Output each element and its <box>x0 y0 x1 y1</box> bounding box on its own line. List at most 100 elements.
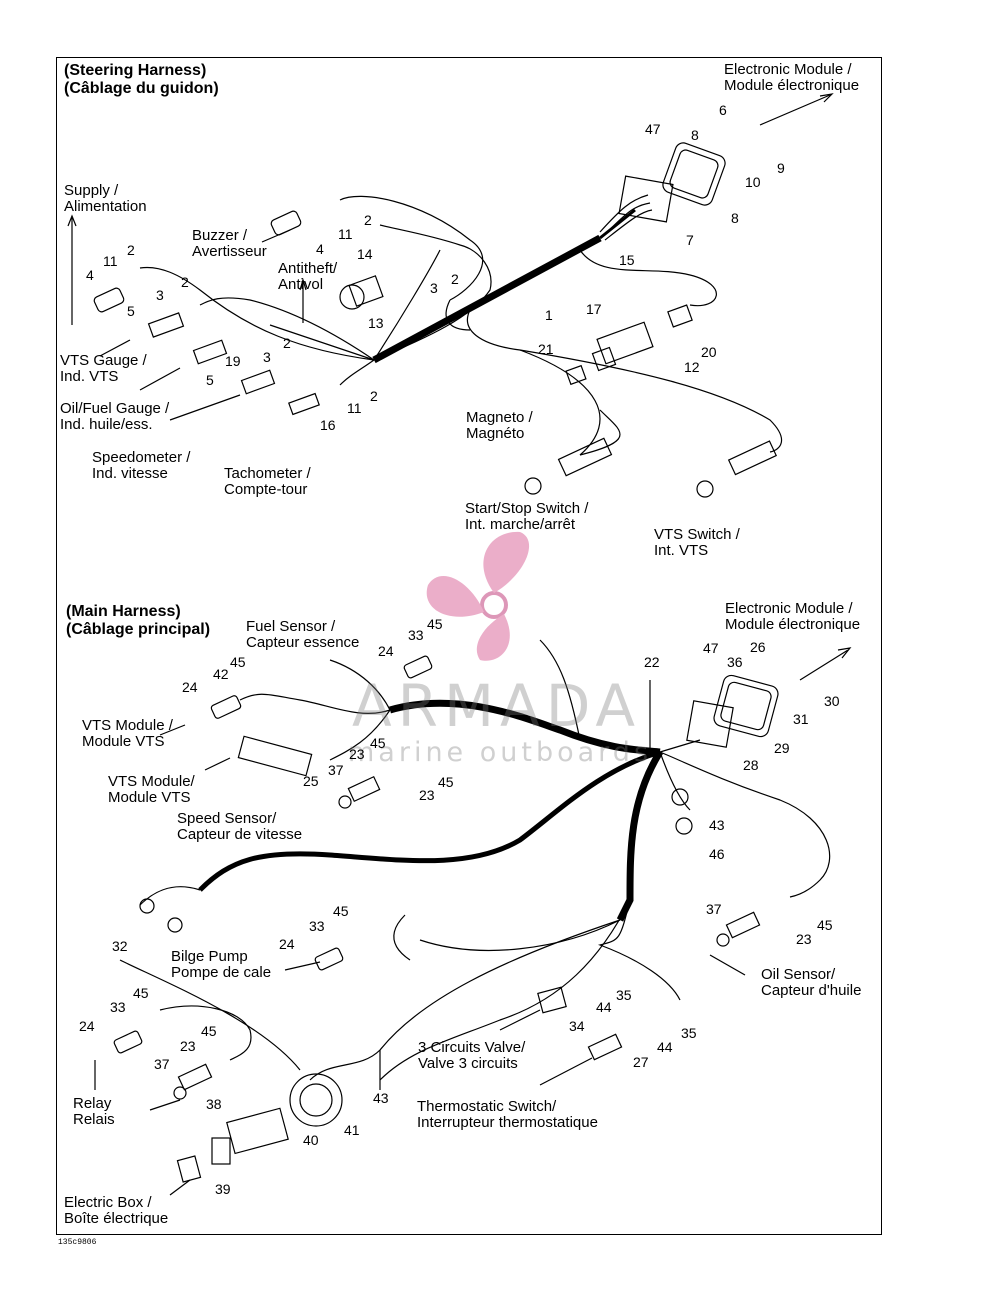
callout-46: 46 <box>709 846 725 862</box>
label-electric-box: Electric Box / <box>64 1194 152 1211</box>
callout-24: 24 <box>79 1018 95 1034</box>
callout-2: 2 <box>370 388 378 404</box>
label-supply: Supply / <box>64 182 119 199</box>
label-start-stop: Start/Stop Switch / <box>465 500 589 517</box>
label-antitheft-fr: Antivol <box>278 276 324 293</box>
callout-34: 34 <box>569 1018 585 1034</box>
callout-33: 33 <box>309 918 325 934</box>
callout-38: 38 <box>206 1096 222 1112</box>
label-magneto-fr: Magnéto <box>466 425 525 442</box>
callout-10: 10 <box>745 174 761 190</box>
callout-35: 35 <box>616 987 632 1003</box>
callout-42: 42 <box>213 666 229 682</box>
callout-3: 3 <box>430 280 438 296</box>
main-title: (Main Harness) <box>66 603 181 620</box>
callout-23: 23 <box>349 746 365 762</box>
callout-45: 45 <box>427 616 443 632</box>
label-speed-sensor-fr: Capteur de vitesse <box>177 826 303 843</box>
callout-23: 23 <box>180 1038 196 1054</box>
label-vts-module-2: VTS Module/ <box>108 773 195 790</box>
label-bilge-pump: Bilge Pump <box>171 948 248 965</box>
callout-5: 5 <box>206 372 214 388</box>
callout-45: 45 <box>230 654 246 670</box>
label-oil-sensor: Oil Sensor/ <box>761 966 836 983</box>
label-tachometer: Tachometer / <box>224 465 311 482</box>
callout-6: 6 <box>719 102 727 118</box>
callout-11: 11 <box>347 400 362 416</box>
diagram-frame <box>56 57 882 1235</box>
label-relay: Relay <box>73 1095 112 1112</box>
callout-47: 47 <box>645 121 661 137</box>
callout-43: 43 <box>709 817 725 833</box>
callout-1: 1 <box>545 307 553 323</box>
callout-21: 21 <box>538 341 554 357</box>
callout-33: 33 <box>110 999 126 1015</box>
label-electronic-module: Electronic Module / <box>724 61 852 78</box>
label-thermostatic-fr: Interrupteur thermostatique <box>417 1114 598 1131</box>
callout-9: 9 <box>777 160 785 176</box>
label-oil-sensor-fr: Capteur d'huile <box>761 982 862 999</box>
callout-14: 14 <box>357 246 373 262</box>
callout-17: 17 <box>586 301 602 317</box>
callout-2: 2 <box>364 212 372 228</box>
callout-32: 32 <box>112 938 128 954</box>
callout-3: 3 <box>156 287 164 303</box>
watermark-brand: ARMADA <box>352 672 642 740</box>
label-oil-fuel-gauge: Oil/Fuel Gauge / <box>60 400 170 417</box>
callout-45: 45 <box>333 903 349 919</box>
callout-4: 4 <box>86 267 94 283</box>
label-thermostatic: Thermostatic Switch/ <box>417 1098 557 1115</box>
callout-45: 45 <box>201 1023 217 1039</box>
callout-45: 45 <box>817 917 833 933</box>
watermark-logo <box>426 531 530 661</box>
steering-title: (Steering Harness) <box>64 62 207 79</box>
callout-36: 36 <box>727 654 743 670</box>
callout-16: 16 <box>320 417 336 433</box>
callout-44: 44 <box>657 1039 673 1055</box>
label-electronic-module-fr: Module électronique <box>724 77 860 94</box>
callout-8: 8 <box>691 127 699 143</box>
label-vts-switch-fr: Int. VTS <box>654 542 709 559</box>
callout-2: 2 <box>283 335 291 351</box>
label-main-electronic-module-fr: Module électronique <box>725 616 861 633</box>
callout-35: 35 <box>681 1025 697 1041</box>
callout-2: 2 <box>127 242 135 258</box>
label-fuel-sensor: Fuel Sensor / <box>246 618 336 635</box>
label-supply-fr: Alimentation <box>64 198 147 215</box>
callout-33: 33 <box>408 627 424 643</box>
callout-37: 37 <box>706 901 722 917</box>
figure-code: 135c9806 <box>58 1238 97 1247</box>
callout-19: 19 <box>225 353 241 369</box>
label-three-circuits: 3 Circuits Valve/ <box>418 1039 526 1056</box>
label-vts-switch: VTS Switch / <box>654 526 740 543</box>
callout-45: 45 <box>370 735 386 751</box>
callout-5: 5 <box>127 303 135 319</box>
callout-39: 39 <box>215 1181 231 1197</box>
label-antitheft: Antitheft/ <box>278 260 338 277</box>
callout-27: 27 <box>633 1054 649 1070</box>
watermark-tagline: marine outboards <box>348 737 653 768</box>
callout-37: 37 <box>154 1056 170 1072</box>
label-vts-module-1: VTS Module / <box>82 717 173 734</box>
callout-24: 24 <box>182 679 198 695</box>
label-buzzer: Buzzer / <box>192 227 248 244</box>
callout-2: 2 <box>451 271 459 287</box>
callout-26: 26 <box>750 639 766 655</box>
label-relay-fr: Relais <box>73 1111 115 1128</box>
callout-31: 31 <box>793 711 809 727</box>
label-electric-box-fr: Boîte électrique <box>64 1210 169 1227</box>
label-tachometer-fr: Compte-tour <box>224 481 308 498</box>
label-main-electronic-module: Electronic Module / <box>725 600 853 617</box>
label-vts-module-1-fr: Module VTS <box>82 733 165 750</box>
label-speed-sensor: Speed Sensor/ <box>177 810 277 827</box>
main-title-fr: (Câblage principal) <box>66 621 211 638</box>
callout-15: 15 <box>619 252 635 268</box>
callout-29: 29 <box>774 740 790 756</box>
label-three-circuits-fr: Valve 3 circuits <box>418 1055 518 1072</box>
callout-23: 23 <box>796 931 812 947</box>
callout-25: 25 <box>303 773 319 789</box>
callout-23: 23 <box>419 787 435 803</box>
callout-11: 11 <box>338 226 353 242</box>
callout-24: 24 <box>279 936 295 952</box>
